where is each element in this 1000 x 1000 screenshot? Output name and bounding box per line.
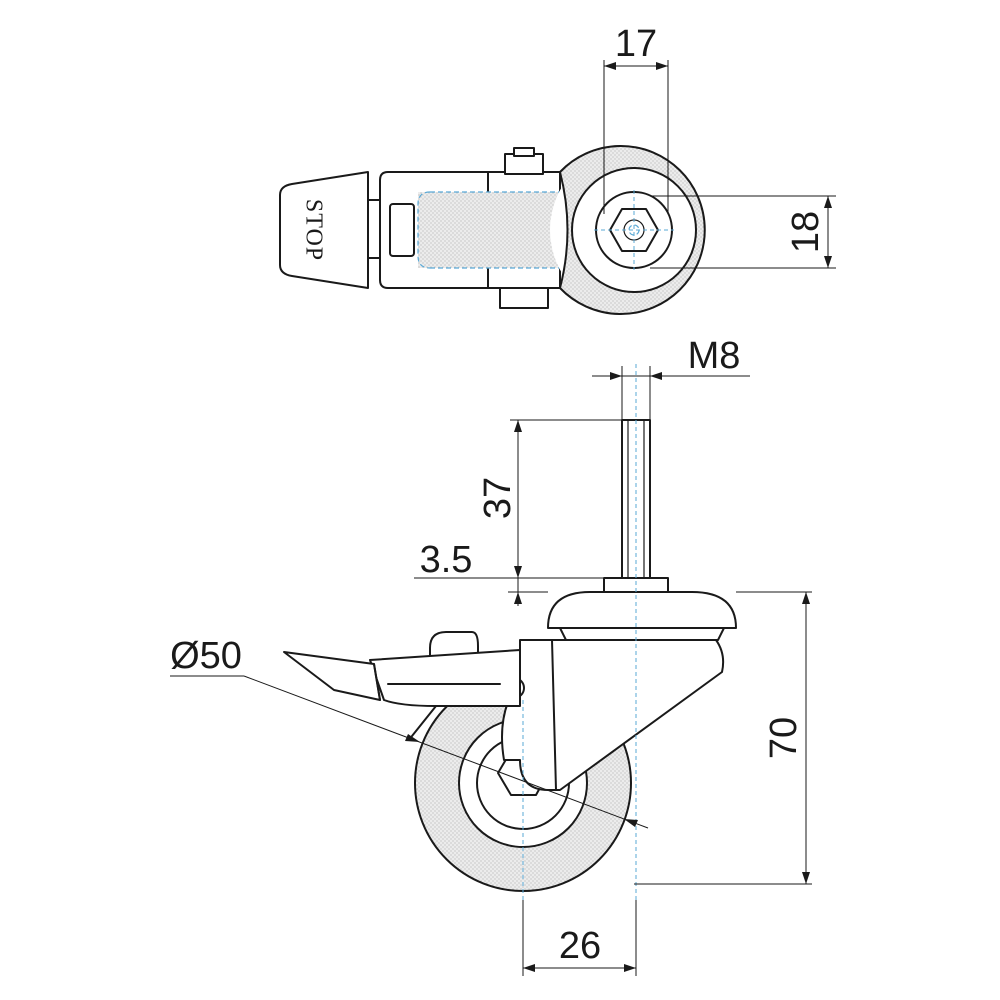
side-view: M8 37 3.5 Ø50 — [170, 335, 812, 976]
dim-total-height: 70 — [634, 591, 812, 885]
brake-link-top — [367, 199, 381, 259]
dim-offset-label: 26 — [559, 925, 601, 967]
dim-wheel-diameter-label: Ø50 — [170, 635, 242, 677]
dim-plate-thickness: 3.5 — [414, 539, 604, 606]
dim-top-height: 18 — [650, 195, 836, 269]
dim-offset: 26 — [522, 900, 637, 976]
dim-thread: M8 — [592, 335, 750, 420]
stop-label: STOP — [300, 199, 326, 261]
swivel-plate-side — [547, 577, 737, 641]
dim-top-width-label: 17 — [615, 23, 657, 65]
dim-top-height-label: 18 — [785, 211, 827, 253]
axle-nut-cap — [513, 147, 535, 157]
brake-lever-side — [283, 631, 521, 737]
top-view: STOP — [279, 23, 836, 315]
fork-housing-top — [379, 171, 561, 289]
dim-stem-length-label: 37 — [477, 477, 519, 519]
axle-nut-bottom — [499, 287, 549, 309]
dim-wheel-diameter: Ø50 — [170, 635, 649, 829]
dim-plate-thickness-label: 3.5 — [420, 539, 473, 581]
dim-top-width: 17 — [603, 23, 669, 214]
brake-pedal-top: STOP — [279, 171, 369, 289]
dim-total-height-label: 70 — [763, 717, 805, 759]
dim-thread-label: M8 — [688, 335, 741, 377]
dim-stem-length: 37 — [477, 419, 622, 578]
swivel-plate-top — [550, 145, 718, 315]
